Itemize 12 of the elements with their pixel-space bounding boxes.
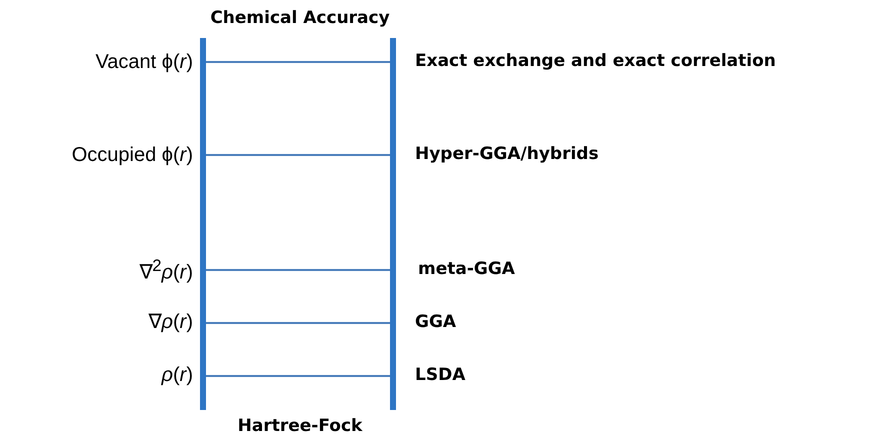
rung-label: ∇$^{2}$ρ(r)	[139, 258, 193, 283]
rung-name: meta-GGA	[418, 261, 515, 278]
rung-name: LSDA	[415, 367, 466, 384]
rung-name: Hyper-GGA/hybrids	[415, 146, 599, 163]
rung-label: Occupied ϕ(r)	[72, 145, 193, 165]
rung-label: ρ(r)	[162, 365, 193, 385]
rung-name: Exact exchange and exact correlation	[415, 53, 776, 70]
heading: Chemical Accuracy	[210, 10, 390, 27]
rung-label: ∇ρ(r)	[148, 312, 193, 332]
rung-label: Vacant ϕ(r)	[95, 52, 193, 72]
footer-label: Hartree-Fock	[238, 418, 362, 435]
rung-name: GGA	[415, 314, 456, 331]
